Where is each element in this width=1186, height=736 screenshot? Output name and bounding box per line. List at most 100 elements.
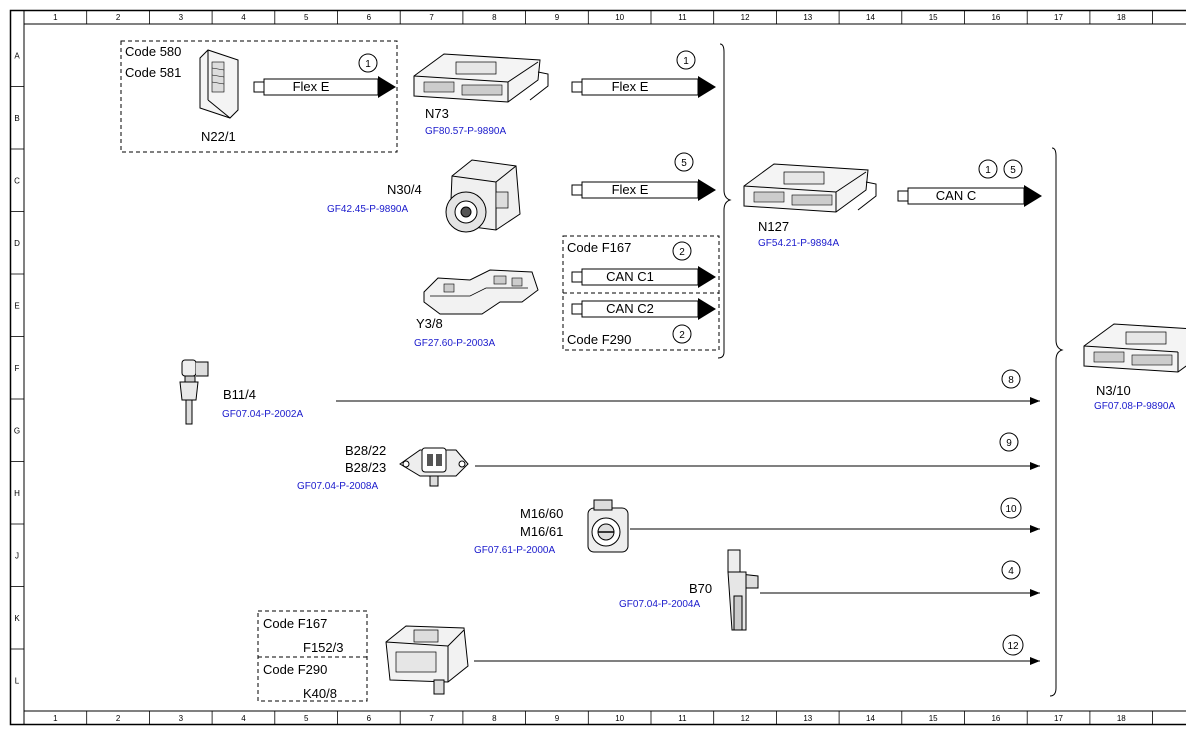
bus-label-flex-e-1: Flex E [293, 79, 330, 94]
grid-col-label-bottom: 3 [179, 714, 184, 723]
grid-col-label-bottom: 4 [241, 714, 246, 723]
grid-col-label-bottom: 7 [429, 714, 434, 723]
bus-flex-e-n73: Flex E [571, 76, 716, 98]
marker-flex-e-n22: 1 [358, 53, 378, 73]
b11-4-label: B11/4 [223, 387, 256, 402]
y3-8-ref-link[interactable]: GF27.60-P-2003A [414, 338, 495, 349]
n22-1-module-icon [199, 49, 239, 119]
grid-col-label-bottom: 6 [367, 714, 372, 723]
grid-col-label: 2 [116, 13, 121, 22]
n3-10-control-unit-icon [1083, 323, 1186, 373]
grid-row-label: L [15, 676, 20, 685]
bus-label-can-c1: CAN C1 [606, 269, 654, 284]
n127-label: N127 [758, 219, 789, 234]
brace-n3-10-inputs [1049, 147, 1064, 697]
bus-label-flex-e-3: Flex E [612, 182, 649, 197]
svg-text:8: 8 [1008, 375, 1014, 386]
svg-text:4: 4 [1008, 566, 1014, 577]
grid-ticks [10, 10, 1153, 724]
grid-col-label-bottom: 2 [116, 714, 121, 723]
svg-text:5: 5 [681, 158, 687, 169]
marker-can-c2: 2 [672, 324, 692, 344]
marker-m16: 10 [1000, 497, 1022, 519]
k40-8-label: K40/8 [303, 686, 337, 701]
grid-col-label: 11 [678, 13, 687, 22]
n73-ref-link[interactable]: GF80.57-P-9890A [425, 126, 506, 137]
bus-flex-e-n22: Flex E [253, 76, 396, 98]
n3-10-label: N3/10 [1096, 383, 1131, 398]
n30-4-ref-link[interactable]: GF42.45-P-9890A [327, 204, 408, 215]
marker-k40-8: 12 [1002, 634, 1024, 656]
grid-col-label-bottom: 12 [741, 714, 750, 723]
box-code-f167-f290-top: Code F167 Code F290 [562, 235, 720, 351]
svg-text:1: 1 [365, 59, 371, 70]
grid-col-label: 7 [429, 13, 434, 22]
n73-label: N73 [425, 106, 449, 121]
brace-n127-inputs [717, 43, 732, 359]
marker-can-c-a: 1 [978, 159, 998, 179]
code-580-label: Code 580 [125, 44, 181, 59]
grid-col-label: 5 [304, 13, 309, 22]
marker-flex-e-n30: 5 [674, 152, 694, 172]
grid-col-label-bottom: 1 [53, 714, 58, 723]
grid-row-label: G [14, 426, 20, 435]
bus-label-flex-e-2: Flex E [612, 79, 649, 94]
grid-col-label: 8 [492, 13, 497, 22]
code-f290-label: Code F290 [567, 332, 631, 347]
n127-ref-link[interactable]: GF54.21-P-9894A [758, 238, 839, 249]
b11-4-ref-link[interactable]: GF07.04-P-2002A [222, 409, 303, 420]
grid-col-label-bottom: 8 [492, 714, 497, 723]
bus-can-c-n127: CAN C [897, 185, 1042, 207]
grid-col-label-bottom: 13 [803, 714, 812, 723]
bus-label-can-c2: CAN C2 [606, 301, 654, 316]
code-f167-label: Code F167 [567, 240, 631, 255]
grid-col-label: 10 [615, 13, 624, 22]
grid-row-label: D [14, 239, 20, 248]
grid-col-label: 9 [555, 13, 560, 22]
bus-label-can-c: CAN C [936, 188, 976, 203]
box-code-f167-f290-bottom: Code F167 Code F290 [257, 610, 368, 702]
m16-ref-link[interactable]: GF07.61-P-2000A [474, 545, 555, 556]
svg-text:2: 2 [679, 247, 685, 258]
marker-b70: 4 [1001, 560, 1021, 580]
m16-throttle-actuator-icon [587, 499, 629, 553]
grid-col-label-bottom: 11 [678, 714, 687, 723]
b28-pressure-sensor-icon [399, 447, 469, 487]
drawing-frame [9, 9, 1186, 726]
b11-4-sensor-icon [179, 359, 209, 425]
n127-control-unit-icon [743, 163, 877, 213]
grid-col-label-bottom: 15 [929, 714, 938, 723]
grid-col-label: 3 [179, 13, 184, 22]
n30-4-hydraulic-unit-icon [445, 159, 521, 233]
b70-crank-sensor-icon [727, 549, 759, 631]
grid-col-label-bottom: 5 [304, 714, 309, 723]
svg-text:10: 10 [1005, 504, 1017, 515]
b28-22-label: B28/22 [345, 443, 386, 458]
b28-ref-link[interactable]: GF07.04-P-2008A [297, 481, 378, 492]
grid-row-label: J [15, 551, 19, 560]
grid-col-label-bottom: 18 [1117, 714, 1126, 723]
marker-can-c1: 2 [672, 241, 692, 261]
grid-col-label-bottom: 10 [615, 714, 624, 723]
marker-can-c-b: 5 [1003, 159, 1023, 179]
svg-text:2: 2 [679, 330, 685, 341]
m16-61-label: M16/61 [520, 524, 563, 539]
marker-flex-e-n73: 1 [676, 50, 696, 70]
bus-flex-e-n30: Flex E [571, 179, 716, 201]
b70-ref-link[interactable]: GF07.04-P-2004A [619, 599, 700, 610]
code-f290-label-bottom: Code F290 [263, 662, 327, 677]
grid-col-label: 1 [53, 13, 58, 22]
grid-col-label: 4 [241, 13, 246, 22]
y3-8-label: Y3/8 [416, 316, 443, 331]
n3-10-ref-link[interactable]: GF07.08-P-9890A [1094, 401, 1175, 412]
grid-row-label: C [14, 176, 20, 185]
grid-row-label: B [14, 114, 19, 123]
grid-col-label-bottom: 9 [555, 714, 560, 723]
code-581-label: Code 581 [125, 65, 181, 80]
code-f167-label-bottom: Code F167 [263, 616, 327, 631]
svg-text:5: 5 [1010, 165, 1016, 176]
